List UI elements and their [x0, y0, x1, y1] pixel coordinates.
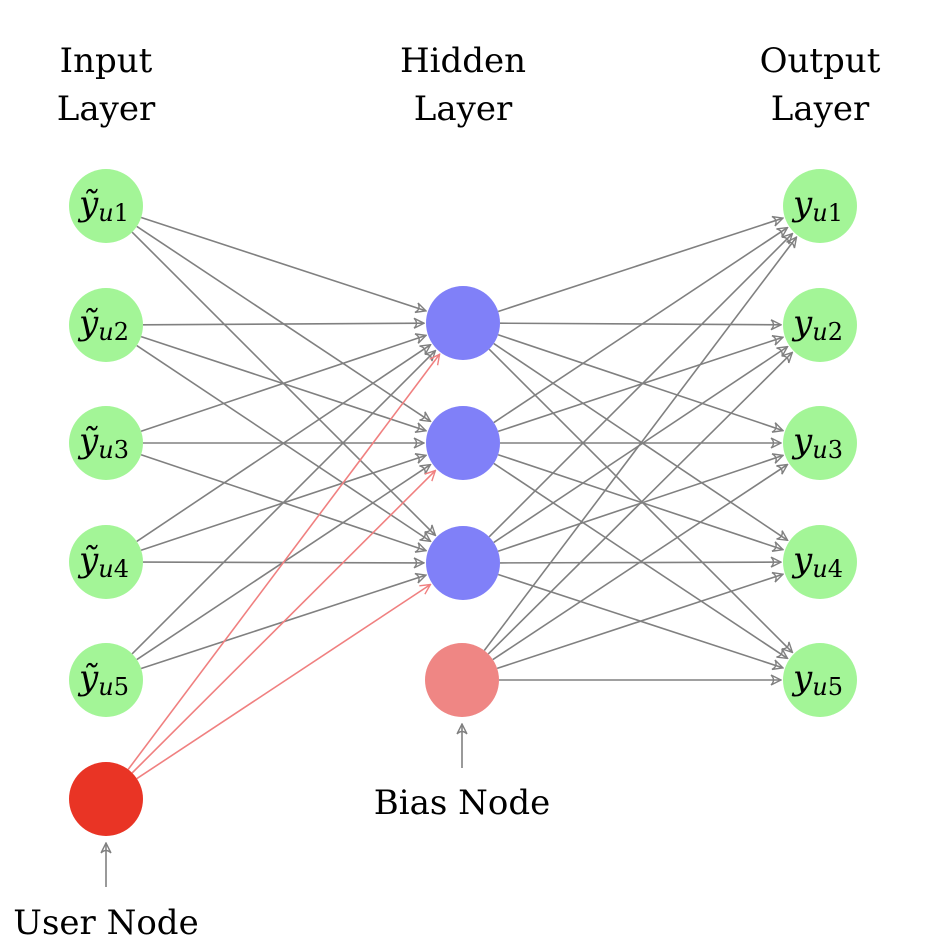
- edge-hidden1-output3: [497, 334, 783, 431]
- output-node-3-circle: [783, 406, 857, 480]
- edge-user-hidden3: [136, 585, 431, 780]
- input-node-4-label-base: ỹ: [77, 540, 99, 580]
- output-node-3-label-subscript-num: 3: [828, 436, 843, 464]
- input-node-5-label-subscript-var: u: [98, 673, 113, 701]
- input-node-3-label-subscript-var: u: [98, 436, 113, 464]
- output-node-4-label-subscript-num: 4: [828, 555, 843, 583]
- edge-input3-hidden1: [140, 335, 426, 432]
- input-node-1-label-base: ỹ: [77, 184, 99, 224]
- input-node-4-label: ỹu4: [77, 540, 129, 583]
- output-node-2-label: yu2: [791, 303, 843, 346]
- edge-input2-hidden1: [142, 323, 424, 325]
- output-node-4-label-subscript-var: u: [812, 555, 827, 583]
- edge-hidden1-output2: [499, 323, 781, 325]
- output-node-1-circle: [783, 169, 857, 243]
- output-node-2-label-subscript-var: u: [812, 318, 827, 346]
- input-node-5-label-subscript-num: 5: [114, 673, 129, 701]
- edge-hidden3-output1: [488, 234, 792, 538]
- output-node-1-label-base: y: [791, 184, 813, 224]
- bias-node: [425, 643, 499, 717]
- edge-bias-output4: [496, 574, 783, 670]
- output-node-5-circle: [783, 643, 857, 717]
- output-node-1-label: yu1: [791, 184, 843, 227]
- input-node-5-circle: [69, 643, 143, 717]
- output-node-2-circle: [783, 288, 857, 362]
- input-layer-title-line2: Layer: [57, 89, 156, 129]
- edge-input1-hidden1: [140, 216, 426, 311]
- input-node-2-label: ỹu2: [77, 303, 129, 346]
- hidden-layer-title-line1: Hidden: [400, 41, 526, 81]
- input-node-5: ỹu5: [69, 643, 143, 717]
- edge-hidden2-output1: [493, 228, 788, 424]
- output-node-1-label-subscript-var: u: [812, 199, 827, 227]
- edge-hidden1-output4: [493, 342, 788, 541]
- output-node-5-label-subscript-var: u: [812, 673, 827, 701]
- input-node-2-label-subscript-var: u: [98, 318, 113, 346]
- hidden-layer-title-line2: Layer: [414, 89, 513, 129]
- input-node-4-circle: [69, 525, 143, 599]
- input-node-4-label-subscript-num: 4: [114, 555, 129, 583]
- input-node-1-label: ỹu1: [77, 184, 129, 227]
- output-node-4-label-base: y: [791, 540, 813, 580]
- output-node-5-label-subscript-num: 5: [828, 673, 843, 701]
- edges: [127, 216, 796, 780]
- input-layer-title-line1: Input: [60, 41, 153, 81]
- edge-input5-hidden1: [131, 351, 435, 655]
- input-node-1-circle: [69, 169, 143, 243]
- input-node-2-label-base: ỹ: [77, 303, 99, 343]
- output-node-4: yu4: [783, 525, 857, 599]
- output-node-2-label-subscript-num: 2: [828, 318, 843, 346]
- edge-hidden1-output5: [488, 348, 792, 652]
- hidden-node-2: [426, 406, 500, 480]
- input-node-3-label-subscript-num: 3: [114, 436, 129, 464]
- input-node-3-label: ỹu3: [77, 421, 129, 464]
- input-node-1-label-subscript-var: u: [98, 199, 113, 227]
- input-node-4-label-subscript-var: u: [98, 555, 113, 583]
- output-node-2: yu2: [783, 288, 857, 362]
- input-node-3: ỹu3: [69, 406, 143, 480]
- output-node-1: yu1: [783, 169, 857, 243]
- edge-input4-hidden1: [136, 345, 431, 543]
- input-node-5-label: ỹu5: [77, 658, 129, 701]
- output-node-1-label-subscript-num: 1: [828, 199, 843, 227]
- input-node-1: ỹu1: [69, 169, 143, 243]
- edge-user-hidden1: [127, 354, 439, 770]
- hidden-node-1: [426, 286, 500, 360]
- output-node-3-label-subscript-var: u: [812, 436, 827, 464]
- edge-user-hidden2: [131, 471, 435, 774]
- input-node-2-circle: [69, 288, 143, 362]
- output-node-3-label: yu3: [791, 421, 843, 464]
- hidden-node-3: [426, 526, 500, 600]
- user-node-caption: User Node: [13, 903, 198, 943]
- input-node-3-circle: [69, 406, 143, 480]
- output-node-5: yu5: [783, 643, 857, 717]
- output-node-5-label-base: y: [791, 658, 813, 698]
- edge-bias-output3: [492, 465, 788, 661]
- edge-bias-output1: [483, 237, 796, 651]
- input-node-1-label-subscript-num: 1: [114, 199, 129, 227]
- output-layer-title-line2: Layer: [771, 89, 870, 129]
- output-node-3-label-base: y: [791, 421, 813, 461]
- output-node-5-label: yu5: [791, 658, 843, 701]
- edge-bias-output2: [487, 352, 792, 655]
- edge-hidden2-output2: [497, 337, 783, 433]
- input-node-3-label-base: ỹ: [77, 421, 99, 461]
- output-layer-title-line1: Output: [760, 41, 881, 81]
- output-node-4-circle: [783, 525, 857, 599]
- edge-hidden1-output1: [497, 218, 783, 313]
- input-node-4: ỹu4: [69, 525, 143, 599]
- user-node: [69, 762, 143, 836]
- output-node-3: yu3: [783, 406, 857, 480]
- bias-node-caption: Bias Node: [374, 783, 551, 823]
- input-node-5-label-base: ỹ: [77, 658, 99, 698]
- output-node-2-label-base: y: [791, 303, 813, 343]
- input-node-2: ỹu2: [69, 288, 143, 362]
- output-node-4-label: yu4: [791, 540, 843, 583]
- input-node-2-label-subscript-num: 2: [114, 318, 129, 346]
